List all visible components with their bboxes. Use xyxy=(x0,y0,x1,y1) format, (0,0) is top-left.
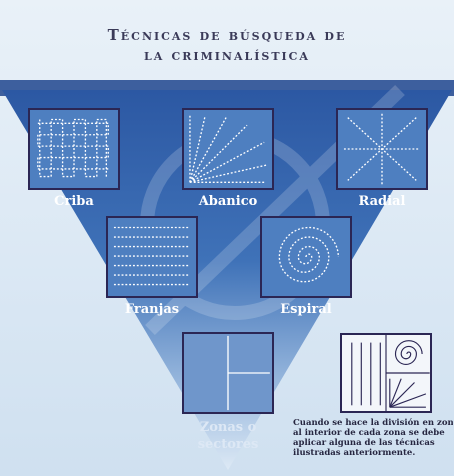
radial-diagram xyxy=(336,108,428,190)
note-line-3: aplicar alguna de las técnicas xyxy=(293,438,435,448)
radial-search-icon xyxy=(343,113,421,185)
title-line-1: Técnicas de búsqueda de xyxy=(107,26,347,44)
criba-diagram xyxy=(28,108,120,190)
franjas-label: Franjas xyxy=(124,302,180,317)
zones-example-diagram xyxy=(340,333,432,413)
zones-note: Cuando se hace la división en zonas al i… xyxy=(293,418,453,458)
franjas-diagram xyxy=(106,216,198,298)
strip-search-icon xyxy=(113,226,189,286)
note-line-2: al interior de cada zona se debe xyxy=(293,428,445,438)
zonas-label-line1: Zonas o xyxy=(199,420,257,435)
note-line-1: Cuando se hace la división en zonas xyxy=(293,418,453,428)
combined-techniques-icon xyxy=(351,335,430,411)
espiral-label: Espiral xyxy=(280,302,332,317)
note-line-4: ilustradas anteriormente. xyxy=(293,448,416,458)
spiral-search-icon xyxy=(278,226,340,283)
abanico-label: Abanico xyxy=(198,194,258,209)
criba-label: Criba xyxy=(54,194,94,209)
grid-search-icon xyxy=(37,118,109,178)
fan-search-icon xyxy=(189,115,267,183)
radial-label: Radial xyxy=(358,194,406,209)
zonas-diagram xyxy=(182,332,274,414)
zone-search-icon xyxy=(227,335,270,411)
espiral-diagram xyxy=(260,216,352,298)
title-line-2: la criminalística xyxy=(144,46,310,64)
abanico-diagram xyxy=(182,108,274,190)
zonas-label-line2: sectores xyxy=(197,437,259,452)
